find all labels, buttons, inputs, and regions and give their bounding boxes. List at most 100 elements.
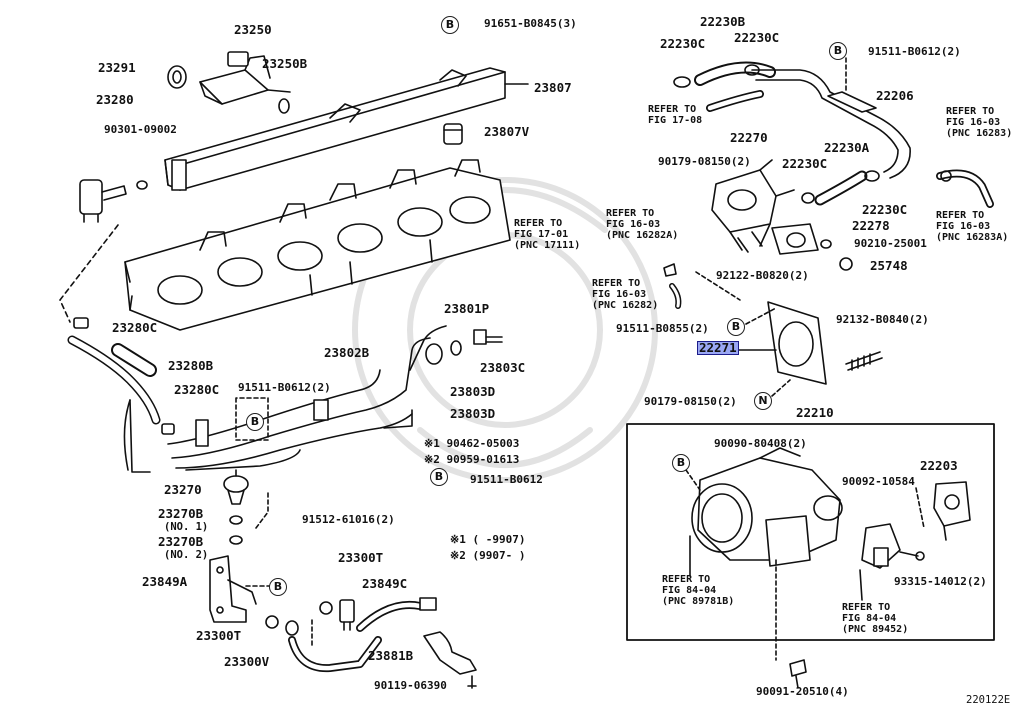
- label-90210-25001: 90210-25001: [854, 237, 927, 250]
- pipe-refer-17-08-inner: [707, 91, 763, 111]
- ref-fig-84-04-89781b: REFER TO FIG 84-04 (PNC 89781B): [662, 574, 735, 607]
- grommet-23291: [167, 65, 187, 89]
- label-22271-highlighted[interactable]: 22271: [697, 340, 739, 355]
- gasket-22271: [767, 301, 827, 385]
- gasket-23270b-no2: [229, 535, 243, 545]
- throttle-body-22210: [691, 447, 843, 567]
- label-23803d-a: 23803D: [450, 384, 496, 399]
- washer-90210: [820, 239, 832, 249]
- label-90179-08150-a: 90179-08150(2): [658, 155, 751, 168]
- hose-refer-16283-inner: [937, 171, 993, 207]
- leader-n-90179: [771, 379, 791, 397]
- clamp-22230c-d: [864, 170, 880, 182]
- label-22230c-d: 22230C: [862, 202, 908, 217]
- stud-92122: [737, 231, 763, 253]
- label-23849c: 23849C: [362, 576, 408, 591]
- label-23803c: 23803C: [480, 360, 526, 375]
- sensor-89452: [861, 523, 901, 569]
- hose-22230b: [694, 61, 911, 179]
- label-23270b-1: 23270B: [158, 506, 204, 521]
- label-22210: 22210: [796, 405, 834, 420]
- label-23300t-b: 23300T: [196, 628, 242, 643]
- fuel-hose-23300v: [265, 597, 437, 673]
- leader-b-91512: [255, 489, 269, 529]
- clamp-22230c-a: [673, 76, 691, 88]
- gasket-22278: [771, 223, 819, 255]
- clamp-23280c-b: [161, 423, 175, 435]
- leader-b-91511-b0855: [745, 307, 777, 325]
- pressure-regulator-23280: [79, 179, 148, 223]
- label-92132-b0840: 92132-B0840(2): [836, 313, 929, 326]
- clamp-22230c-c: [801, 192, 815, 204]
- clamp-refer-16283a: [940, 170, 952, 182]
- bracket-23881b: [423, 631, 477, 689]
- fuel-hose-23280b: [67, 335, 161, 473]
- ref-fig-16-03-16282a: REFER TO FIG 16-03 (PNC 16282A): [606, 208, 679, 241]
- callout-n-90179: N: [754, 392, 772, 410]
- label-23803d-b: 23803D: [450, 406, 496, 421]
- label-90092-10584: 90092-10584: [842, 475, 915, 488]
- leader-regulator-hose: [59, 224, 119, 323]
- label-22230c-a: 22230C: [660, 36, 706, 51]
- union-bolt-23803c: [473, 329, 503, 345]
- vsv-22203: [933, 481, 971, 541]
- label-90091-20510: 90091-20510(4): [756, 685, 849, 698]
- callout-b-91511-b0855: B: [727, 318, 745, 336]
- stud-92132: [845, 351, 883, 371]
- leader-ref-89452: [859, 569, 863, 601]
- label-23300v: 23300V: [224, 654, 270, 669]
- leader-isc-gasket: [695, 271, 741, 301]
- label-22206: 22206: [876, 88, 914, 103]
- label-23280c-a: 23280C: [112, 320, 158, 335]
- bracket-22206: [827, 91, 877, 113]
- label-23300t-a: 23300T: [338, 550, 384, 565]
- label-91511-b0612-2-left: 91511-B0612(2): [238, 381, 331, 394]
- label-22230c-b: 22230C: [734, 30, 780, 45]
- label-91512-61016: 91512-61016(2): [302, 513, 395, 526]
- label-22278: 22278: [852, 218, 890, 233]
- callout-b-23849a: B: [269, 578, 287, 596]
- gasket-23300t: [319, 601, 333, 615]
- note2-range: ※2 (9907- ): [450, 549, 526, 562]
- hose-16282-inner: [670, 284, 680, 308]
- insulator-23807v: [443, 123, 463, 145]
- label-22270: 22270: [730, 130, 768, 145]
- plug-25748: [839, 257, 853, 271]
- label-no1: (NO. 1): [164, 521, 209, 533]
- ref-fig-16-03-16283a: REFER TO FIG 16-03 (PNC 16283A): [936, 210, 1009, 243]
- label-23280: 23280: [96, 92, 134, 107]
- injector-23250: [199, 51, 291, 105]
- callout-b-90090: B: [672, 454, 690, 472]
- screw-93315-head: [915, 551, 925, 561]
- screw-93315: [899, 551, 919, 557]
- leader-b-90090: [685, 469, 701, 491]
- label-23807: 23807: [534, 80, 572, 95]
- label-91651-b0845: 91651-B0845(3): [484, 17, 577, 30]
- intake-manifold: [124, 159, 511, 331]
- gasket-23803d: [450, 340, 462, 356]
- label-90179-08150-b: 90179-08150(2): [644, 395, 737, 408]
- label-23270b-2: 23270B: [158, 534, 204, 549]
- fuel-rail-23807: [164, 67, 529, 191]
- ref-fig-16-03-16282: REFER TO FIG 16-03 (PNC 16282): [592, 278, 659, 311]
- label-23270: 23270: [164, 482, 202, 497]
- callout-b-91511-right: B: [829, 42, 847, 60]
- label-23250: 23250: [234, 22, 272, 37]
- fuel-pipe-23801p: [409, 325, 447, 371]
- throttle-body-box: [626, 423, 995, 641]
- note2-part: ※2 90959-01613: [424, 453, 520, 466]
- label-90301-09002: 90301-09002: [104, 123, 177, 136]
- callout-b-91511-left: B: [246, 413, 264, 431]
- label-91511-b0612: 91511-B0612: [470, 473, 543, 486]
- label-23291: 23291: [98, 60, 136, 75]
- label-92122-b0820: 92122-B0820(2): [716, 269, 809, 282]
- label-23280c-b: 23280C: [174, 382, 220, 397]
- ref-fig-16-03-16283: REFER TO FIG 16-03 (PNC 16283): [946, 106, 1013, 139]
- label-no2: (NO. 2): [164, 549, 209, 561]
- gasket-23270b-no1: [229, 515, 243, 525]
- label-23849a: 23849A: [142, 574, 188, 589]
- leader-b-clamp-left: [235, 397, 269, 441]
- callout-b-91651: B: [441, 16, 459, 34]
